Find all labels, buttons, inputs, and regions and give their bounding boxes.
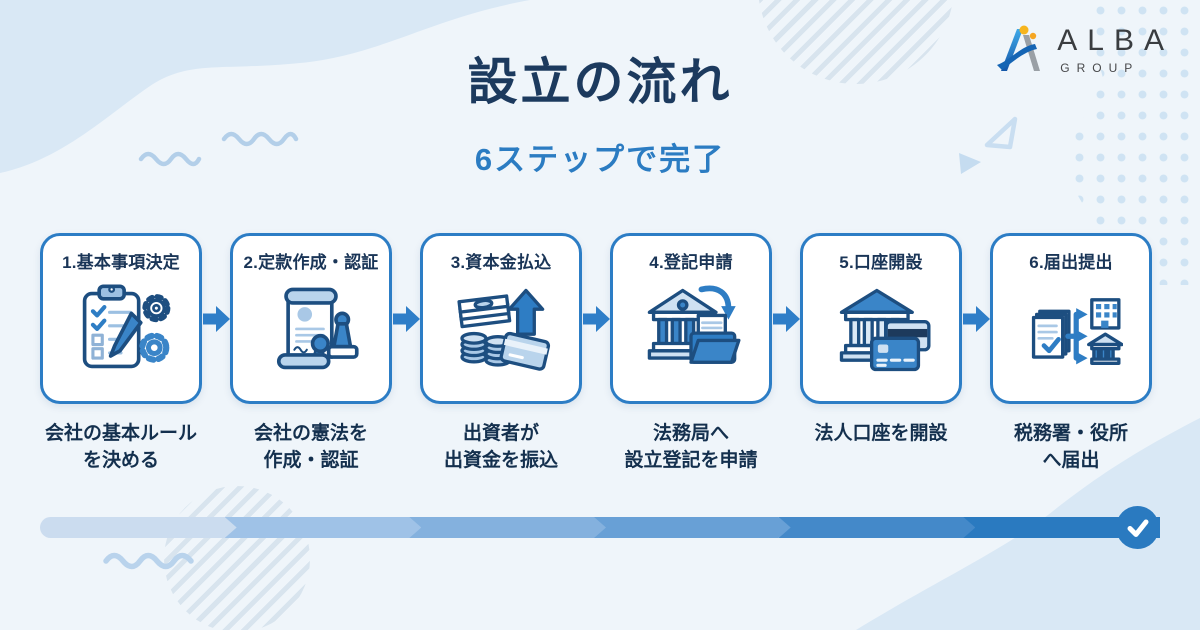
- clipboard-checklist-icon: [82, 284, 171, 369]
- step-4-caption: 法務局へ 設立登記を申請: [624, 423, 758, 471]
- step-6-caption: 税務署・役所 へ届出: [1013, 423, 1128, 471]
- progress-segment-1: [40, 517, 237, 538]
- step-2: 2.定款作成・認証: [230, 233, 392, 475]
- progress-complete-badge: [1116, 506, 1159, 549]
- wave-squiggle-decoration: [103, 552, 194, 570]
- triangle-outline-decoration: [984, 116, 1018, 150]
- right-arrow-icon: [393, 306, 420, 332]
- right-arrow-icon: [583, 306, 610, 332]
- step-5-title: 5.口座開設: [839, 253, 923, 272]
- logo-subname: GROUP: [1060, 60, 1140, 75]
- bank-credit-card-icon: [839, 288, 931, 372]
- step-6-card: 6.届出提出: [990, 233, 1152, 404]
- logo-name: ALBA: [1057, 23, 1174, 57]
- step-4-title: 4.登記申請: [649, 253, 733, 272]
- step-2-caption: 会社の憲法を 作成・認証: [253, 423, 368, 471]
- step-1-title: 1.基本事項決定: [62, 253, 180, 272]
- step-4-card: 4.登記申請: [610, 233, 772, 404]
- step-3: 3.資本金払込: [420, 233, 582, 475]
- right-arrow-icon: [773, 306, 800, 332]
- progress-segment-3: [409, 517, 606, 538]
- scroll-seal-stamp-icon: [276, 287, 359, 370]
- progress-segment-4: [594, 517, 791, 538]
- step-5-card: 5.口座開設: [800, 233, 962, 404]
- alba-mountain-a-icon: [997, 25, 1041, 71]
- bank-folder-submit-icon: [647, 285, 741, 364]
- step-2-card: 2.定款作成・認証: [230, 233, 392, 404]
- step-6-title: 6.届出提出: [1029, 253, 1113, 272]
- step-3-title: 3.資本金払込: [450, 253, 552, 272]
- progress-segment-5: [779, 517, 976, 538]
- step-4: 4.登記申請: [610, 233, 772, 475]
- check-icon: [1127, 519, 1148, 537]
- page-subtitle: 6ステップで完了: [474, 142, 726, 177]
- right-arrow-icon: [963, 306, 990, 332]
- step-1-card: 1.基本事項決定: [40, 233, 202, 404]
- step-5: 5.口座開設: [800, 233, 962, 475]
- triangle-filled-decoration: [959, 153, 981, 174]
- step-1: 1.基本事項決定: [40, 233, 202, 475]
- steps-row: 1.基本事項決定: [40, 233, 1160, 475]
- company-logo: ALBA GROUP: [993, 22, 1174, 78]
- step-1-caption: 会社の基本ルール を決める: [44, 423, 197, 471]
- progress-bar: [40, 517, 1161, 538]
- step-6: 6.届出提出: [990, 233, 1152, 475]
- right-arrow-icon: [203, 306, 230, 332]
- progress-segment-2: [225, 517, 422, 538]
- money-deposit-icon: [457, 288, 551, 371]
- documents-to-offices-icon: [1031, 298, 1123, 365]
- step-2-title: 2.定款作成・認証: [243, 253, 379, 272]
- step-3-card: 3.資本金払込: [420, 233, 582, 404]
- step-5-caption: 法人口座を開設: [814, 423, 948, 444]
- step-3-caption: 出資者が 出資金を振込: [443, 423, 558, 471]
